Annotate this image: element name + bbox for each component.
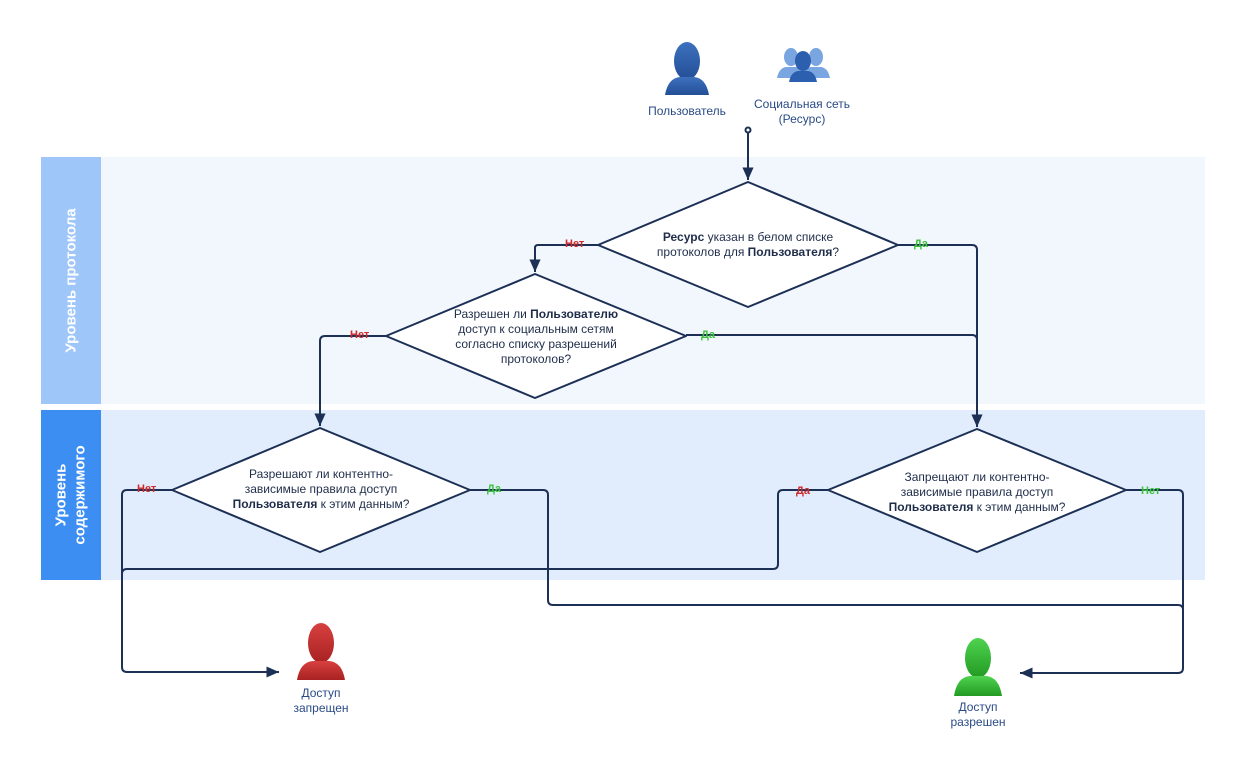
- denied-label-line2: запрещен: [293, 701, 349, 715]
- decision-4-line3-rest: к этим данным?: [973, 500, 1066, 514]
- social-label-line2: (Ресурс): [778, 112, 826, 126]
- d4-yes-label: Да: [796, 485, 810, 497]
- d4-no-label: Нет: [1141, 485, 1161, 497]
- lane-content-label: Уровень содержимого: [41, 410, 101, 580]
- decision-1-line2-pre: протоколов для: [656, 245, 748, 259]
- allowed-label: Доступ разрешен: [933, 700, 1023, 730]
- decision-diamond-2: [385, 273, 687, 399]
- d1-yes-label: Да: [914, 238, 928, 250]
- denied-label-line1: Доступ: [301, 686, 341, 700]
- decision-4-line2: зависимые правила доступ: [900, 485, 1054, 499]
- decision-1-line1: Ресурс указан в белом списке: [628, 230, 868, 245]
- connector-d3-no: [121, 489, 279, 678]
- d2-yes-label: Да: [701, 329, 715, 341]
- allowed-label-line2: разрешен: [950, 715, 1006, 729]
- decision-3-line2: зависимые правила доступ: [244, 482, 398, 496]
- denied-person-icon: [297, 623, 345, 680]
- connectors: [121, 126, 1184, 679]
- decision-1-line1-rest: указан в белом списке: [704, 230, 834, 244]
- denied-label: Доступ запрещен: [276, 686, 366, 716]
- decision-4-text: Запрещают ли контентно- зависимые правил…: [861, 470, 1093, 515]
- social-label-line1: Социальная сеть: [754, 97, 850, 111]
- decision-diamond-3: [171, 427, 471, 553]
- decision-2-text: Разрешен ли Пользователю доступ к социал…: [425, 307, 647, 367]
- decision-2-line1-pre: Разрешен ли: [453, 307, 531, 321]
- decision-3-text: Разрешают ли контентно- зависимые правил…: [205, 467, 437, 512]
- decision-1-bold1: Ресурс: [662, 230, 705, 244]
- decision-2-line3: согласно списку разрешений: [455, 337, 617, 351]
- decision-3-bold: Пользователя: [232, 497, 318, 511]
- lane-protocol-bg: [101, 157, 1205, 404]
- decision-2-line1: Разрешен ли Пользователю: [425, 307, 647, 322]
- d1-no-label: Нет: [565, 238, 585, 250]
- d3-no-label: Нет: [137, 483, 157, 495]
- decision-4-line1: Запрещают ли контентно-: [904, 470, 1050, 484]
- allowed-person-icon: [954, 638, 1002, 696]
- decision-2-line4: протоколов?: [500, 352, 572, 366]
- connector-d1-yes: [898, 244, 983, 427]
- decision-2-bold1: Пользователю: [530, 307, 619, 321]
- decision-4-bold: Пользователя: [888, 500, 974, 514]
- social-label: Социальная сеть (Ресурс): [742, 97, 862, 127]
- connector-d4-no: [1126, 489, 1184, 610]
- decision-3-line3: Пользователя к этим данным?: [205, 497, 437, 512]
- user-person-icon: [665, 42, 709, 95]
- connector-d2-no: [314, 335, 386, 426]
- lane-protocol-label: Уровень протокола: [41, 157, 101, 404]
- d2-no-label: Нет: [350, 329, 370, 341]
- allowed-label-line1: Доступ: [958, 700, 998, 714]
- decision-3-line3-rest: к этим данным?: [317, 497, 410, 511]
- decision-2-line2: доступ к социальным сетям: [458, 322, 614, 336]
- d3-yes-label: Да: [487, 483, 501, 495]
- connector-d4-yes: [121, 489, 828, 575]
- decision-1-line2: протоколов для Пользователя?: [628, 245, 868, 260]
- user-label: Пользователь: [648, 104, 726, 118]
- decision-1-line2-post: ?: [832, 245, 840, 259]
- decision-4-line3: Пользователя к этим данным?: [861, 500, 1093, 515]
- decision-3-line1: Разрешают ли контентно-: [248, 467, 394, 481]
- social-group-icon: [777, 48, 830, 82]
- decisions: [171, 181, 1127, 553]
- connector-d3-yes: [470, 489, 1184, 679]
- connector-d1-no: [529, 244, 598, 272]
- decision-diamond-4: [827, 428, 1127, 553]
- connector-d2-yes: [686, 334, 978, 341]
- decision-diamond-1: [597, 181, 899, 308]
- start-point: [744, 126, 752, 134]
- decision-1-bold2: Пользователя: [747, 245, 833, 259]
- decision-1-text: Ресурс указан в белом списке протоколов …: [628, 230, 868, 260]
